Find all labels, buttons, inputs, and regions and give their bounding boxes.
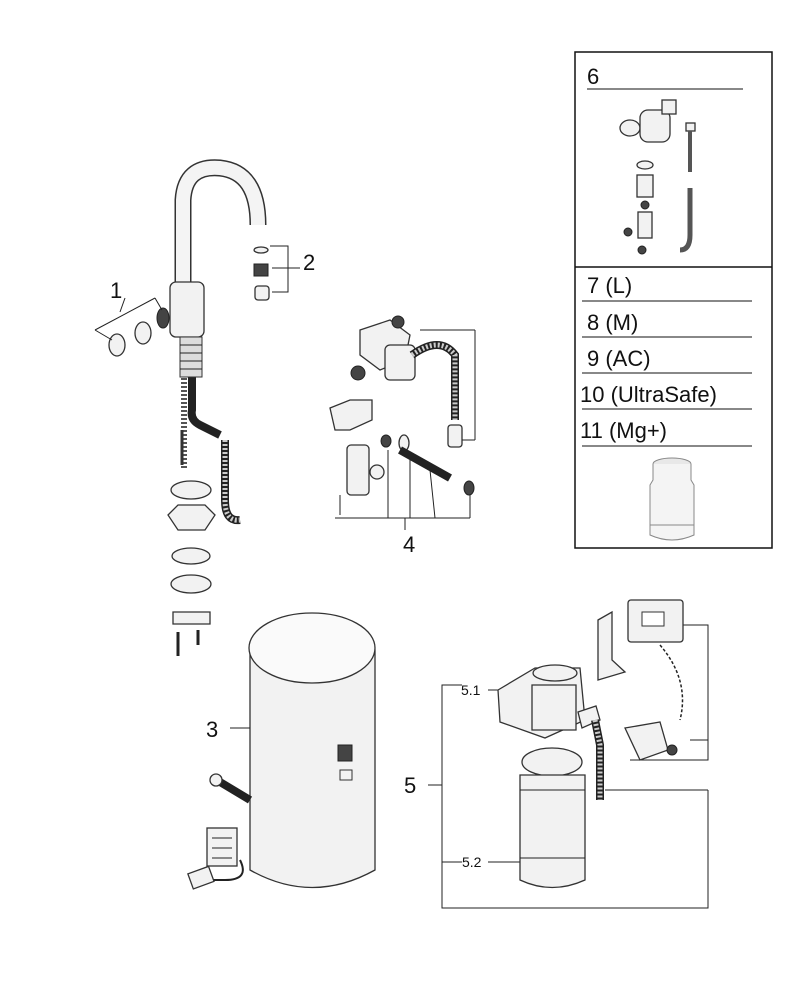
valve-kit-drawing (329, 315, 476, 530)
filter-cartridge-drawing (649, 457, 695, 541)
callout-1: 1 (110, 278, 122, 303)
legend-item-6: 6 (587, 64, 599, 89)
callout-5: 5 (404, 773, 416, 798)
legend-item-10: 10 (UltraSafe) (580, 382, 717, 407)
legend-item-9: 9 (AC) (587, 346, 651, 371)
accessory-legend-box: 6 7 (L) 8 (M) 9 (AC) 10 (UltraSafe) 11 (… (574, 51, 773, 549)
callout-5-1: 5.1 (461, 682, 481, 698)
legend-item-7: 7 (L) (587, 273, 632, 298)
boiler-tank-drawing (187, 612, 376, 890)
callout-4: 4 (403, 532, 415, 557)
legend-item-8: 8 (M) (587, 310, 638, 335)
callout-2: 2 (303, 250, 315, 275)
pressure-reducer-drawing (619, 99, 696, 255)
filter-set-drawing (428, 599, 709, 909)
faucet-drawing (94, 159, 300, 656)
callout-5-2: 5.2 (462, 854, 482, 870)
callout-3: 3 (206, 717, 218, 742)
legend-item-11: 11 (Mg+) (580, 418, 667, 443)
